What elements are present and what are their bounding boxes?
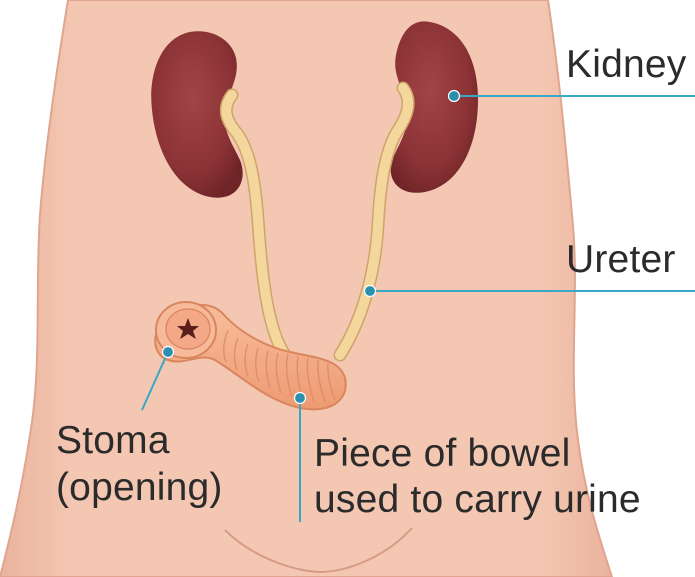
stoma-label: Stoma bbox=[56, 419, 170, 462]
ureter-label: Ureter bbox=[566, 238, 676, 281]
bowel-label: Piece of bowel bbox=[314, 432, 570, 475]
kidney-label: Kidney bbox=[566, 43, 687, 86]
bowel-label-subtitle: used to carry urine bbox=[314, 478, 641, 521]
ureter-pointer-dot bbox=[365, 286, 376, 297]
kidney-pointer-dot bbox=[449, 91, 460, 102]
stoma-pointer-dot bbox=[163, 347, 174, 358]
stoma-label-subtitle: (opening) bbox=[56, 466, 223, 509]
bowel-pointer-dot bbox=[295, 393, 306, 404]
